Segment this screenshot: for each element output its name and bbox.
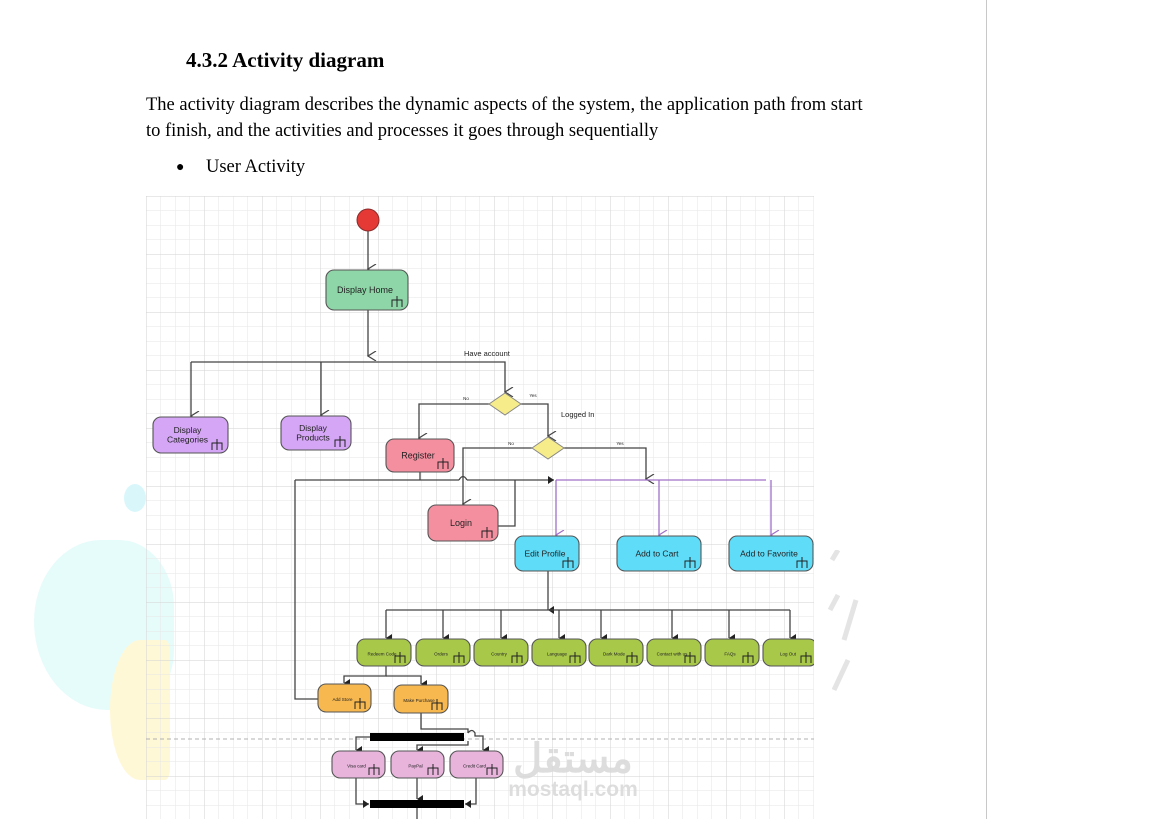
page-margin-divider: [986, 0, 987, 819]
activity-node-language: [531, 638, 587, 667]
node-label-language: Language: [547, 652, 568, 657]
node-label-credit-card: Credit Card: [463, 764, 487, 769]
subactivity-fork-icon: [481, 527, 493, 538]
subactivity-fork-icon: [800, 652, 812, 663]
subactivity-fork-icon: [334, 436, 346, 447]
subactivity-fork-icon: [684, 652, 696, 663]
control-flow-edge: [355, 736, 370, 754]
activity-node-orders: [415, 638, 471, 667]
subactivity-fork-icon: [394, 652, 406, 663]
subactivity-fork-icon: [453, 652, 465, 663]
node-label-faqs: FAQs: [724, 652, 736, 657]
activity-node-paypal: [390, 750, 445, 779]
activity-node-login: [427, 504, 499, 542]
watermark-logo-shape: [124, 484, 146, 512]
subactivity-fork-icon: [427, 764, 439, 775]
subactivity-fork-icon: [562, 557, 574, 568]
activity-node-contact-with-us: [646, 638, 702, 667]
node-label-paypal: PayPal: [408, 764, 422, 769]
section-paragraph: The activity diagram describes the dynam…: [146, 95, 863, 141]
watermark-arabic: مستقل: [513, 737, 633, 781]
bullet-text: User Activity: [206, 157, 306, 177]
subactivity-fork-icon: [684, 557, 696, 568]
activity-node-faqs: [704, 638, 760, 667]
label-no: No: [463, 396, 469, 401]
subactivity-fork-icon: [211, 439, 223, 450]
control-flow-edge: [420, 713, 469, 733]
node-label-login: Login: [450, 518, 472, 528]
activity-node-visa-card: [331, 750, 386, 779]
join-bar: [370, 800, 464, 808]
control-flow-edge: [564, 447, 646, 479]
activity-node-register: [385, 438, 455, 473]
activity-node-dark-mode: [588, 638, 644, 667]
control-flow-edge: [416, 741, 469, 754]
label-logged-in: Logged In: [561, 410, 594, 419]
node-label-edit-profile: Edit Profile: [524, 549, 565, 559]
node-label-visa-card: Visa card: [347, 764, 366, 769]
subactivity-fork-icon: [742, 652, 754, 663]
section-heading: 4.3.2 Activity diagram: [186, 48, 385, 72]
control-flow-edge: [521, 403, 548, 436]
subactivity-fork-icon: [437, 458, 449, 469]
control-flow-edge: [191, 361, 505, 392]
node-label-make-purchase: Make Purchase: [403, 698, 435, 703]
node-label-contact-with-us: Contact with us: [657, 652, 689, 657]
control-flow-edge: [343, 666, 387, 687]
subactivity-fork-icon: [391, 296, 403, 307]
subactivity-fork-icon: [511, 652, 523, 663]
node-label-display-home: Display Home: [337, 285, 393, 295]
control-flow-edge: [467, 729, 489, 754]
subactivity-fork-icon: [431, 699, 443, 710]
node-label-redeem-code: Redeem Code: [367, 652, 397, 657]
activity-node-country: [473, 638, 529, 667]
start-node: [356, 208, 380, 232]
control-flow-edge: [386, 675, 427, 688]
activity-node-add-to-favorite: [728, 535, 814, 572]
label-have-account: Have account: [464, 349, 511, 358]
activity-node-add-store: [317, 683, 372, 713]
watermark-fragment: [827, 550, 859, 692]
control-flow-edge: [355, 778, 369, 808]
activity-node-redeem-code: [356, 638, 412, 667]
activity-node-credit-card: [449, 750, 504, 779]
subactivity-fork-icon: [569, 652, 581, 663]
subactivity-fork-icon: [354, 698, 366, 709]
node-label-add-to-cart: Add to Cart: [636, 549, 680, 559]
control-flow-edge: [465, 778, 477, 808]
node-label-add-to-favorite: Add to Favorite: [740, 549, 798, 559]
decision-have-account: [488, 392, 522, 416]
decision-logged-in: [531, 436, 565, 460]
label-no: No: [508, 441, 514, 446]
node-label-orders: Orders: [434, 652, 449, 657]
control-flow-edge: [419, 403, 489, 438]
subactivity-fork-icon: [626, 652, 638, 663]
watermark-latin: mostaql.com: [508, 778, 638, 801]
control-flow-edge: [458, 475, 468, 481]
activity-node-display-categories: [152, 416, 229, 454]
node-label-country: Country: [491, 652, 508, 657]
bullet-item: ● User Activity: [176, 157, 305, 178]
fork-bar: [370, 733, 464, 741]
node-label-dark-mode: Dark Mode: [603, 652, 626, 657]
activity-node-display-products: [280, 415, 352, 451]
node-label-add-store: Add Store: [332, 697, 353, 702]
bullet-icon: ●: [176, 159, 185, 175]
label-yes: Yes: [616, 441, 624, 446]
activity-node-make-purchase: [393, 684, 449, 714]
control-flow-edge: [294, 480, 318, 700]
node-label-log-out: Log Out: [780, 652, 797, 657]
activity-node-display-home: [325, 269, 409, 311]
subactivity-fork-icon: [486, 764, 498, 775]
control-flow-edge: [463, 447, 532, 504]
activity-node-add-to-cart: [616, 535, 702, 572]
control-flow-edge: [498, 480, 516, 527]
node-label-register: Register: [401, 451, 435, 461]
label-yes: Yes: [529, 393, 537, 398]
subactivity-fork-icon: [368, 764, 380, 775]
subactivity-fork-icon: [796, 557, 808, 568]
